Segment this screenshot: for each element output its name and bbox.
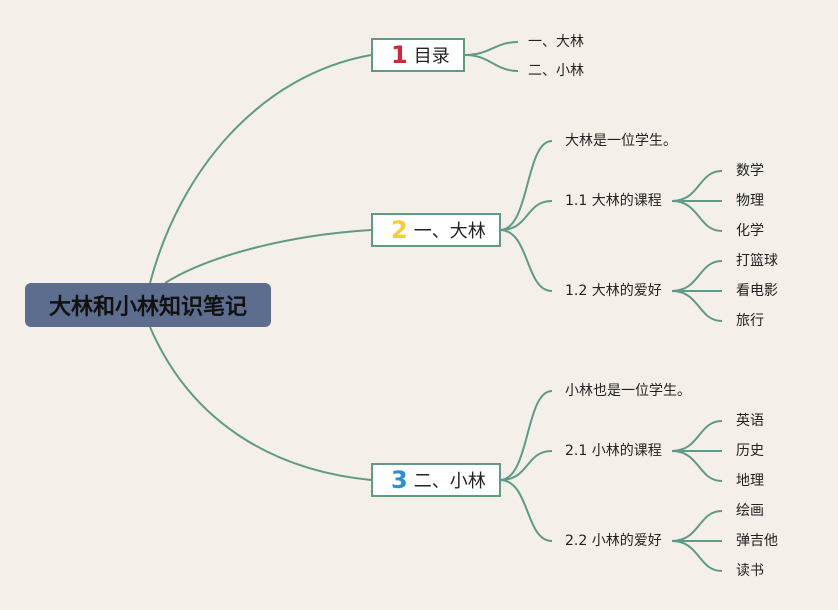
dalin-course-item[interactable]: 数学 xyxy=(736,163,764,179)
connector-root-to-toc xyxy=(149,54,372,284)
connector-toc-2 xyxy=(464,54,519,72)
xiaolin-hobby-item[interactable]: 绘画 xyxy=(736,503,764,519)
branch-number-2: 2 xyxy=(391,216,408,244)
connector-xiaolin-hobbies xyxy=(499,479,553,542)
connector-xiaolin-intro xyxy=(499,390,553,481)
dalin-hobby-item[interactable]: 看电影 xyxy=(736,283,778,299)
connector-dalin-courses xyxy=(499,200,553,231)
toc-item-1[interactable]: 一、大林 xyxy=(528,34,584,50)
dalin-course-item[interactable]: 化学 xyxy=(736,223,764,239)
dalin-courses[interactable]: 1.1 大林的课程 xyxy=(565,193,662,209)
toc-item-2[interactable]: 二、小林 xyxy=(528,63,584,79)
branch-xiaolin[interactable]: 3 二、小林 xyxy=(371,463,501,497)
branch-number-1: 1 xyxy=(391,41,408,69)
xiaolin-hobby-item[interactable]: 读书 xyxy=(736,563,764,579)
dalin-hobby-item[interactable]: 旅行 xyxy=(736,313,764,329)
connector-toc-1 xyxy=(464,41,519,56)
connector-dalin-course-3 xyxy=(671,200,723,232)
connector-xiaolin-hobby-3 xyxy=(671,540,723,572)
root-node[interactable]: 大林和小林知识笔记 xyxy=(25,283,271,327)
xiaolin-course-item[interactable]: 英语 xyxy=(736,413,764,429)
xiaolin-courses[interactable]: 2.1 小林的课程 xyxy=(565,443,662,459)
connector-dalin-hobby-3 xyxy=(671,290,723,322)
connector-xiaolin-hobby-1 xyxy=(671,510,723,542)
branch-label: 目录 xyxy=(413,46,450,67)
xiaolin-hobbies[interactable]: 2.2 小林的爱好 xyxy=(565,533,662,549)
connector-root-to-xiaolin xyxy=(149,326,372,481)
xiaolin-hobby-item[interactable]: 弹吉他 xyxy=(736,533,778,549)
connector-dalin-course-1 xyxy=(671,170,723,202)
dalin-intro[interactable]: 大林是一位学生。 xyxy=(565,133,677,149)
connector-root-to-dalin xyxy=(164,229,372,284)
dalin-hobbies[interactable]: 1.2 大林的爱好 xyxy=(565,283,662,299)
connector-dalin-intro xyxy=(499,140,553,231)
xiaolin-intro[interactable]: 小林也是一位学生。 xyxy=(565,383,691,399)
branch-toc[interactable]: 1 目录 xyxy=(371,38,465,72)
branch-dalin[interactable]: 2 一、大林 xyxy=(371,213,501,247)
branch-label: 二、小林 xyxy=(413,471,486,492)
xiaolin-course-item[interactable]: 地理 xyxy=(736,473,764,489)
connector-xiaolin-course-1 xyxy=(671,420,723,452)
connector-xiaolin-courses xyxy=(499,450,553,481)
connector-dalin-hobbies xyxy=(499,229,553,292)
branch-label: 一、大林 xyxy=(413,221,486,242)
xiaolin-course-item[interactable]: 历史 xyxy=(736,443,764,459)
branch-number-3: 3 xyxy=(391,466,408,494)
connector-xiaolin-course-3 xyxy=(671,450,723,482)
root-title: 大林和小林知识笔记 xyxy=(48,295,247,320)
connector-dalin-hobby-1 xyxy=(671,260,723,292)
dalin-course-item[interactable]: 物理 xyxy=(736,193,764,209)
dalin-hobby-item[interactable]: 打篮球 xyxy=(736,253,778,269)
